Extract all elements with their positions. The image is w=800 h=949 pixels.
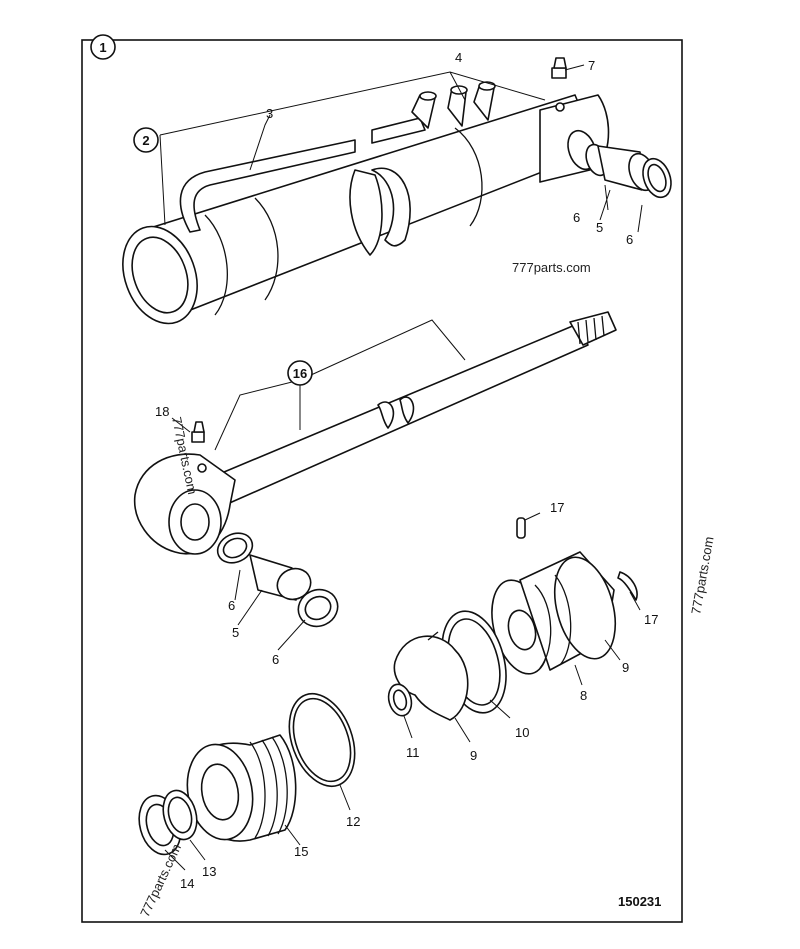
callout-6a: 6 — [573, 210, 580, 225]
roll-pin — [516, 517, 526, 539]
grease-nipple-barrel — [551, 57, 567, 79]
port-fittings — [411, 81, 496, 129]
callout-9b: 9 — [470, 748, 477, 763]
callout-5b: 5 — [232, 625, 239, 640]
wiper-seal-set — [138, 789, 198, 856]
leader-lines — [159, 64, 643, 871]
callout-8: 8 — [580, 688, 587, 703]
piston-assembly — [491, 551, 617, 675]
watermark-3: 777parts.com — [688, 535, 716, 615]
end-cap-gland — [186, 734, 297, 842]
small-o-ring — [387, 683, 413, 717]
callout-3: 3 — [266, 106, 273, 121]
diagram-frame — [81, 39, 683, 923]
callout-10: 10 — [515, 725, 529, 740]
callout-1: 1 — [90, 34, 116, 60]
callout-17a: 17 — [550, 500, 564, 515]
callout-16: 16 — [287, 360, 313, 386]
callout-15: 15 — [294, 844, 308, 859]
callout-6b: 6 — [626, 232, 633, 247]
watermark-1: 777parts.com — [512, 260, 591, 275]
drawing-number: 150231 — [618, 894, 661, 909]
cylinder-barrel — [122, 94, 610, 325]
callout-7: 7 — [588, 58, 595, 73]
callout-13: 13 — [202, 864, 216, 879]
callout-11: 11 — [406, 745, 420, 760]
callout-6c: 6 — [228, 598, 235, 613]
circlip — [617, 571, 638, 601]
callout-14: 14 — [180, 876, 194, 891]
svg-text:1: 1 — [99, 40, 106, 55]
svg-text:16: 16 — [293, 366, 307, 381]
piston-rod — [133, 311, 617, 555]
barrel-bush-set — [585, 143, 672, 199]
o-ring-large-inner — [292, 697, 352, 783]
callout-5a: 5 — [596, 220, 603, 235]
rod-eye-bush-set — [216, 532, 339, 628]
svg-text:2: 2 — [142, 133, 149, 148]
callout-4: 4 — [455, 50, 462, 65]
grease-nipple-rod — [191, 421, 205, 443]
callout-12: 12 — [346, 814, 360, 829]
callout-2: 2 — [133, 127, 159, 153]
callout-9a: 9 — [622, 660, 629, 675]
callout-6d: 6 — [272, 652, 279, 667]
callout-17b: 17 — [644, 612, 658, 627]
callout-18: 18 — [155, 404, 169, 419]
